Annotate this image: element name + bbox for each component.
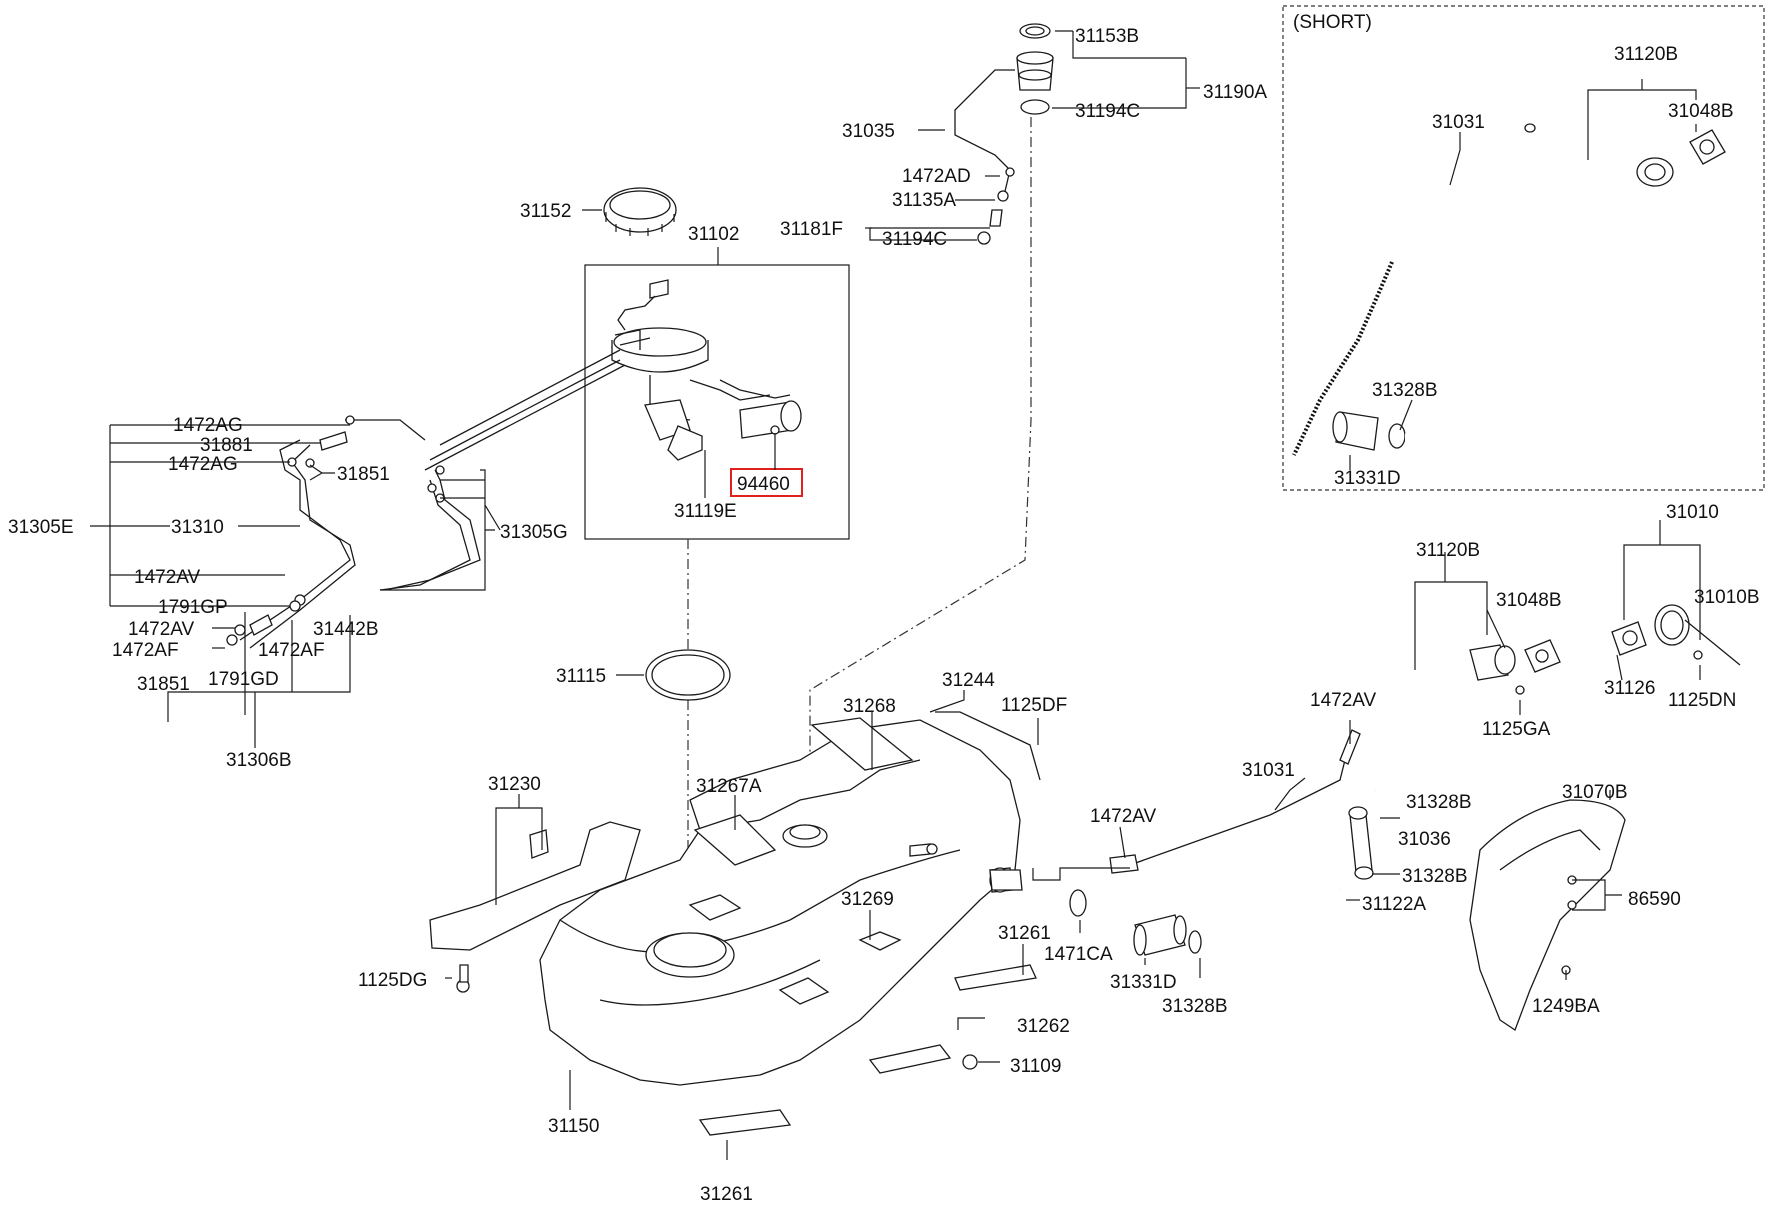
label-31331D-short: 31331D bbox=[1334, 468, 1401, 489]
label-31194C-mid: 31194C bbox=[882, 229, 947, 250]
label-1472AG-b: 1472AG bbox=[168, 454, 238, 475]
label-31150: 31150 bbox=[548, 1116, 599, 1137]
label-31261-b: 31261 bbox=[700, 1184, 753, 1205]
label-31267A: 31267A bbox=[696, 776, 762, 797]
strap-31244 bbox=[935, 711, 1041, 781]
label-1125GA: 1125GA bbox=[1482, 719, 1551, 740]
label-31048B-main: 31048B bbox=[1496, 590, 1562, 611]
label-31230: 31230 bbox=[488, 774, 541, 795]
label-1249BA: 1249BA bbox=[1532, 996, 1600, 1017]
label-1125DN: 1125DN bbox=[1668, 690, 1736, 711]
label-1472AF-b: 1472AF bbox=[258, 640, 325, 661]
pump-gasket bbox=[645, 649, 731, 701]
label-31268: 31268 bbox=[843, 696, 896, 717]
short-filler-neck bbox=[1404, 129, 1726, 447]
label-31194C-top: 31194C bbox=[1075, 101, 1140, 122]
label-31102: 31102 bbox=[688, 224, 739, 245]
label-31442B: 31442B bbox=[313, 619, 379, 640]
short-filler-pipe bbox=[1291, 123, 1536, 457]
support-31261-upper bbox=[954, 964, 1037, 991]
label-1125DG: 1125DG bbox=[358, 970, 427, 991]
label-31119E: 31119E bbox=[674, 501, 737, 522]
label-31135A: 31135A bbox=[892, 190, 956, 211]
short-hose-and-clamp bbox=[1332, 411, 1406, 451]
filler-hoses bbox=[989, 729, 1374, 957]
label-31305G: 31305G bbox=[500, 522, 568, 543]
label-31310: 31310 bbox=[171, 517, 224, 538]
label-1472AV-d: 1472AV bbox=[1310, 690, 1377, 711]
support-31262 bbox=[868, 1044, 952, 1074]
filler-neck bbox=[1369, 604, 1741, 793]
label-1472AF-a: 1472AF bbox=[112, 640, 179, 661]
highlight-94460-box bbox=[730, 468, 803, 497]
label-31120B-short: 31120B bbox=[1614, 44, 1678, 65]
fuel-tank bbox=[539, 719, 1021, 1086]
label-1791GD: 1791GD bbox=[208, 669, 279, 690]
label-31331D-main: 31331D bbox=[1110, 972, 1177, 993]
heat-shield-31267A bbox=[693, 814, 777, 866]
label-31181F: 31181F bbox=[780, 219, 843, 240]
label-31328B-short: 31328B bbox=[1372, 380, 1438, 401]
label-31190A: 31190A bbox=[1203, 82, 1267, 103]
label-31261-a: 31261 bbox=[998, 923, 1051, 944]
label-31244: 31244 bbox=[942, 670, 995, 691]
label-1472AV-b: 1472AV bbox=[128, 619, 195, 640]
label-31262: 31262 bbox=[1017, 1016, 1070, 1037]
label-31109: 31109 bbox=[1010, 1056, 1061, 1077]
inset-title: (SHORT) bbox=[1293, 12, 1372, 33]
label-31120B-main: 31120B bbox=[1416, 540, 1480, 561]
label-31031-main: 31031 bbox=[1242, 760, 1295, 781]
label-31048B-short: 31048B bbox=[1668, 101, 1734, 122]
label-1471CA: 1471CA bbox=[1044, 944, 1113, 965]
label-1472AD: 1472AD bbox=[902, 166, 971, 187]
label-31036: 31036 bbox=[1398, 829, 1451, 850]
label-31305E: 31305E bbox=[8, 517, 74, 538]
label-31122A: 31122A bbox=[1362, 894, 1426, 915]
label-1472AV-a: 1472AV bbox=[134, 567, 201, 588]
inset-frame bbox=[1282, 5, 1765, 491]
label-31328B-c: 31328B bbox=[1402, 866, 1468, 887]
label-31010B: 31010B bbox=[1694, 587, 1760, 608]
pump-module-frame bbox=[584, 264, 850, 540]
vent-valve-assembly bbox=[954, 23, 1054, 245]
label-1472AV-c: 1472AV bbox=[1090, 806, 1157, 827]
label-31328B-a: 31328B bbox=[1162, 996, 1228, 1017]
label-31881: 31881 bbox=[200, 435, 253, 456]
support-31261-lower bbox=[698, 1109, 792, 1136]
label-1791GP: 1791GP bbox=[158, 597, 228, 618]
label-1472AG-a: 1472AG bbox=[173, 415, 243, 436]
label-31328B-b: 31328B bbox=[1406, 792, 1472, 813]
bracket-31230 bbox=[429, 821, 641, 951]
short-filler-inset: (SHORT) 31120B 31048B bbox=[1282, 5, 1765, 491]
label-31153B: 31153B bbox=[1075, 26, 1139, 47]
lock-ring bbox=[603, 187, 677, 236]
label-31152: 31152 bbox=[520, 201, 571, 222]
label-31010: 31010 bbox=[1666, 502, 1719, 523]
label-31306B: 31306B bbox=[226, 750, 292, 771]
label-31070B: 31070B bbox=[1562, 782, 1628, 803]
label-1125DF: 1125DF bbox=[1001, 695, 1067, 716]
label-86590: 86590 bbox=[1628, 889, 1681, 910]
label-31851-b: 31851 bbox=[137, 674, 190, 695]
filler-door-housing bbox=[1469, 799, 1626, 1031]
fuel-pump-module bbox=[611, 279, 802, 461]
label-31269: 31269 bbox=[841, 889, 894, 910]
label-31035: 31035 bbox=[842, 121, 895, 142]
label-31851-a: 31851 bbox=[337, 464, 390, 485]
fuel-feed-lines bbox=[226, 349, 626, 649]
label-31031-short: 31031 bbox=[1432, 112, 1485, 133]
heat-shield-31268 bbox=[810, 717, 914, 771]
label-31115: 31115 bbox=[556, 666, 606, 687]
label-94460: 94460 bbox=[737, 474, 790, 495]
label-31126: 31126 bbox=[1604, 678, 1655, 699]
